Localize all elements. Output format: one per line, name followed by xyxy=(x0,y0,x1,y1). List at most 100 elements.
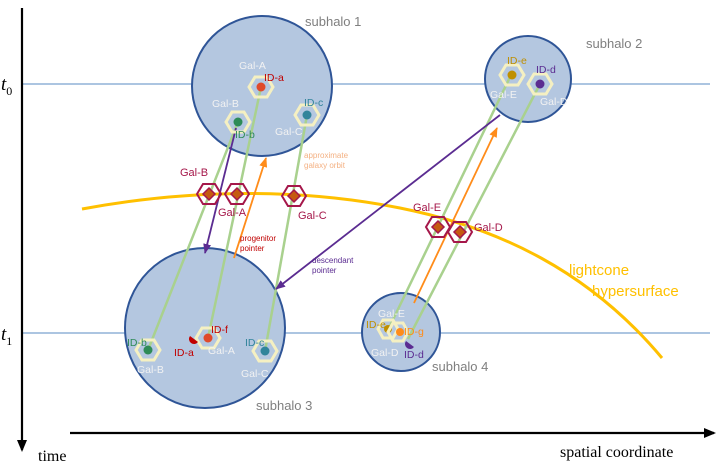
galaxy-dot xyxy=(396,328,404,336)
crossing-hexagon xyxy=(223,183,251,205)
crossing-label-gal-e: Gal-E xyxy=(413,202,441,214)
s1-id-a-label: ID-a xyxy=(264,72,284,84)
crossing-diamond xyxy=(430,219,446,235)
galaxy-dot xyxy=(203,333,213,343)
crossing-hexagon xyxy=(446,221,474,243)
crossing-label-gal-d: Gal-D xyxy=(474,222,503,234)
subhalo-2-circle xyxy=(484,35,572,123)
time-axis-label: time xyxy=(38,448,66,463)
galaxy-s3-b xyxy=(134,338,162,362)
subhalo-4-label: subhalo 4 xyxy=(432,359,488,374)
t0-label: t0 xyxy=(1,74,12,98)
lightcone-label-line2: hypersurface xyxy=(592,283,679,300)
descendant-pointer-arrow-2 xyxy=(275,114,501,290)
galaxy-dot xyxy=(256,82,266,92)
crossing-diamond xyxy=(452,224,468,240)
galaxy-s2-e xyxy=(498,63,526,87)
progenitor-pointer-arrow xyxy=(233,157,268,259)
progenitor-pointer-arrow-2 xyxy=(413,127,498,304)
galaxy-s4-g xyxy=(386,321,410,343)
orbit-annotation-line2: galaxy orbit xyxy=(304,161,346,170)
lightcone-curve xyxy=(81,192,664,359)
s3-gal-a-label: Gal-A xyxy=(208,345,235,357)
crossing-diamond xyxy=(229,186,245,202)
s2-gal-e-label: Gal-E xyxy=(490,89,517,101)
galaxy-s2-d xyxy=(526,72,554,96)
galaxy-hexagon xyxy=(247,75,275,99)
crossing-gal-c xyxy=(280,185,308,207)
s4-id-g-label: ID-g xyxy=(404,326,424,338)
crossing-hexagon xyxy=(280,185,308,207)
galaxy-hexagon xyxy=(224,110,252,134)
galaxy-hexagon xyxy=(526,72,554,96)
orbit-gal-b xyxy=(146,121,240,351)
s3-id-a-label: ID-a xyxy=(174,347,194,359)
galaxy-s1-c xyxy=(293,103,321,127)
descendant-annotation-line1: descendant xyxy=(312,256,354,265)
orbit-annotation-line1: approximate xyxy=(304,151,349,160)
s4-id-d-label: ID-d xyxy=(404,349,424,361)
s1-id-c-label: ID-c xyxy=(304,97,323,109)
t1-label: t1 xyxy=(1,324,12,348)
s4-id-e-label: ID-e xyxy=(366,319,386,331)
galaxy-s4-d-half-dot xyxy=(405,341,414,349)
galaxy-hexagon xyxy=(386,321,410,343)
crossing-label-gal-c: Gal-C xyxy=(298,210,327,222)
progenitor-annotation-line1: progenitor xyxy=(240,234,276,243)
galaxy-dot xyxy=(302,110,312,120)
s3-id-f-label: ID-f xyxy=(211,324,228,336)
s4-gal-e-label: Gal-E xyxy=(378,308,405,320)
s2-id-d-label: ID-d xyxy=(536,64,556,76)
s1-gal-c-label: Gal-C xyxy=(275,126,303,138)
crossing-gal-d xyxy=(446,221,474,243)
s3-gal-c-label: Gal-C xyxy=(241,368,269,380)
galaxy-hexagon xyxy=(498,63,526,87)
crossing-label-gal-a: Gal-A xyxy=(218,207,247,219)
orbit-gal-d xyxy=(406,83,542,340)
crossing-gal-a xyxy=(223,183,251,205)
galaxy-s1-b xyxy=(224,110,252,134)
subhalo-2-label: subhalo 2 xyxy=(586,36,642,51)
galaxy-s1-a xyxy=(247,75,275,99)
galaxy-dot xyxy=(233,117,243,127)
s1-id-b-label: ID-b xyxy=(235,129,255,141)
orbit-gal-c xyxy=(263,114,309,352)
orbit-gal-a xyxy=(206,86,263,339)
crossing-diamond xyxy=(286,188,302,204)
s3-gal-b-label: Gal-B xyxy=(137,364,164,376)
s2-gal-d-label: Gal-D xyxy=(540,96,568,108)
lightcone-label-line1: lightcone xyxy=(569,262,629,279)
s1-gal-b-label: Gal-B xyxy=(212,98,239,110)
descendant-annotation-line2: pointer xyxy=(312,266,337,275)
galaxy-hexagon xyxy=(194,326,222,350)
s1-gal-a-label: Gal-A xyxy=(239,60,266,72)
galaxy-dot xyxy=(143,345,153,355)
s3-id-c-label: ID-c xyxy=(245,337,264,349)
progenitor-annotation-line2: pointer xyxy=(240,244,265,253)
galaxy-orbits xyxy=(146,74,542,352)
galaxy-hexagon xyxy=(293,103,321,127)
galaxy-dot xyxy=(260,346,270,356)
galaxy-s3-c xyxy=(251,339,279,363)
galaxy-hexagon xyxy=(251,339,279,363)
subhalo-1-label: subhalo 1 xyxy=(305,14,361,29)
subhalo-3-label: subhalo 3 xyxy=(256,398,312,413)
galaxy-s3-a-half-dot xyxy=(189,336,198,344)
crossing-hexagon xyxy=(195,183,223,205)
descendant-pointer-arrow xyxy=(203,127,237,254)
s2-id-e-label: ID-e xyxy=(507,55,527,67)
crossing-label-gal-b: Gal-B xyxy=(180,167,208,179)
spatial-axis-label: spatial coordinate xyxy=(560,444,673,461)
s3-id-b-label: ID-b xyxy=(127,337,147,349)
crossing-diamond xyxy=(201,186,217,202)
galaxy-dot xyxy=(535,79,545,89)
orbit-gal-e xyxy=(386,74,513,331)
galaxy-s3-f xyxy=(194,326,222,350)
crossing-gal-b xyxy=(195,183,223,205)
crossing-gal-e xyxy=(424,216,452,238)
galaxy-hexagon xyxy=(134,338,162,362)
galaxy-dot xyxy=(507,70,517,80)
s4-gal-d-label: Gal-D xyxy=(371,347,399,359)
